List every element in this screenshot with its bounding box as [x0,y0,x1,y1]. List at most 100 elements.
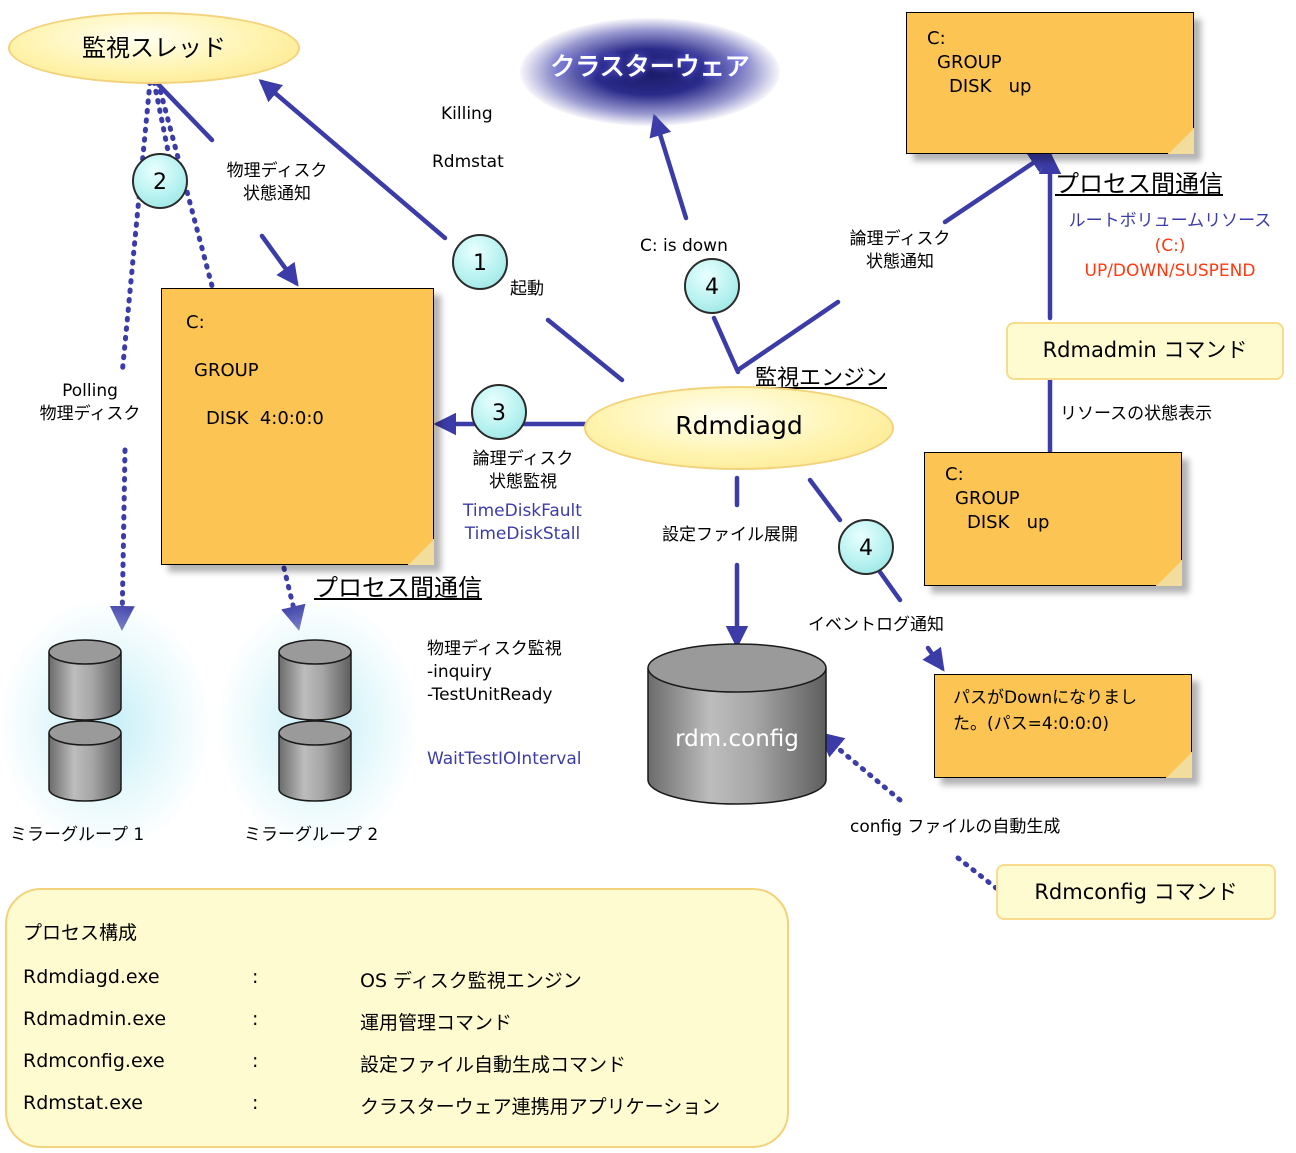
logical-monitor-line-1: 論理ディスク [472,449,574,469]
note-top-right-line-3: DISK up [949,76,1032,97]
mirror-group-1-label: ミラーグループ 1 [10,825,145,845]
root-volume-line-1: ルートボリュームリソース [1068,211,1272,231]
process-desc: OS ディスク監視エンジン [360,970,582,992]
phys-monitor-label: 物理ディスク監視 -inquiry -TestUnitReady [427,638,562,707]
phys-monitor-line-3: -TestUnitReady [427,684,553,705]
note-mid-right-line-1: C: [945,464,964,485]
process-name: Rdmconfig.exe [23,1050,165,1072]
event-note-line-1: パスがDownになりまし [953,688,1138,708]
note-left-line-1: C: [186,312,205,333]
note-mid-right: C: GROUP DISK up [924,452,1182,586]
logical-notify-top-line-2: 状態通知 [866,251,934,272]
disk-icon [278,652,352,721]
polling-line-1-text: Polling [62,381,118,401]
mirror-group-2-disks [278,639,352,802]
disk-top [278,720,352,746]
event-log-arrow-upper [807,477,843,523]
process-desc: 設定ファイル自動生成コマンド [360,1054,627,1076]
note-top-right-line-2: GROUP [937,52,1002,73]
note-left: C: GROUP DISK 4:0:0:0 [161,288,434,565]
process-desc: 運用管理コマンド [360,1012,513,1034]
polling-line-2a [151,79,181,203]
process-sep: : [252,966,259,988]
note-mid-right-line-3: DISK up [967,512,1050,533]
rdm-config-label: rdm.config [675,726,799,752]
process-desc: クラスターウェア連携用アプリケーション [360,1096,721,1118]
disk-icon [48,652,122,721]
config-database-icon [647,668,827,805]
disk-icon [48,733,122,802]
auto-gen-label: config ファイルの自動生成 [850,817,1061,837]
phys-notify-arrow-upper [153,79,215,143]
note-left-line-2: GROUP [194,360,259,381]
monitor-thread-label: 監視スレッド [82,34,226,62]
killing-label: Killing [441,104,493,124]
disk-top [48,720,122,746]
start-arrow [545,317,625,383]
resource-status-display-label: リソースの状態表示 [1060,404,1213,424]
engine-ellipse: Rdmdiagd [584,386,894,470]
note-mid-right-line-2: GROUP [955,488,1020,509]
note-top-right: C: GROUP DISK up [906,12,1194,154]
logical-notify-top-line-1: 論理ディスク [849,229,951,249]
step-circle-3: 3 [471,384,527,440]
auto-gen-line-upper [818,731,903,803]
process-sep: : [252,1008,259,1030]
rdmadmin-command-box: Rdmadmin コマンド [1006,322,1284,380]
event-log-notify-label: イベントログ通知 [808,615,944,635]
clusterware-glow [520,18,780,126]
wait-param-label: WaitTestIOInterval [427,749,582,769]
cluster-arrow [649,113,689,221]
phys-notify-arrow-lower [259,233,299,287]
rdmconfig-command-label: Rdmconfig コマンド [1034,880,1238,904]
phys-notify-label: 物理ディスク 状態通知 [212,160,342,206]
process-sep: : [252,1092,259,1114]
disk-top [48,639,122,665]
time-params: TimeDiskFault TimeDiskStall [445,500,600,546]
time-param-fault: TimeDiskFault [463,501,582,521]
event-note-line-2: た。(パス=4:0:0:0) [953,714,1109,734]
rdmconfig-command-box: Rdmconfig コマンド [996,864,1276,920]
config-expand-label: 設定ファイル展開 [662,525,798,545]
polling-line-1-upper [119,79,153,378]
disk-top [278,639,352,665]
logical-notify-arrow-upper [942,150,1052,225]
logical-notify-arrow-lower [735,299,841,373]
root-volume-line-3: UP/DOWN/SUSPEND [1084,261,1256,281]
phys-monitor-line-2: -inquiry [427,661,492,682]
time-param-stall: TimeDiskStall [464,523,581,544]
mirror-group-2-label: ミラーグループ 2 [244,825,379,845]
process-sep: : [252,1050,259,1072]
event-log-note: パスがDownになりまし た。(パス=4:0:0:0) [934,674,1192,778]
clusterware-label: クラスターウェア [550,52,750,81]
polling-line-2-text: 物理ディスク [39,403,141,424]
process-name: Rdmstat.exe [23,1092,143,1114]
process-name: Rdmadmin.exe [23,1008,167,1030]
config-database-top [647,643,827,693]
process-table: プロセス構成 Rdmdiagd.exe : OS ディスク監視エンジン Rdma… [5,888,789,1148]
step-circle-4-event: 4 [838,519,894,575]
phys-notify-line-1: 物理ディスク [226,161,328,181]
start-arrow-upper [258,79,448,241]
rdm-config-cylinder [647,643,827,805]
polling-line-1-lower [109,447,135,631]
polling-label: Polling 物理ディスク [20,380,160,426]
rdmadmin-command-label: Rdmadmin コマンド [1042,338,1248,362]
disk-icon [278,733,352,802]
phys-notify-line-2: 状態通知 [243,183,311,204]
process-name: Rdmdiagd.exe [23,966,160,988]
logical-monitor-label: 論理ディスク 状態監視 [452,448,594,494]
note-top-right-line-1: C: [927,28,946,49]
auto-gen-line-lower [955,855,999,891]
c-is-down-label: C: is down [640,236,728,256]
note-left-line-3: DISK 4:0:0:0 [206,408,324,429]
ipc-left-label: プロセス間通信 [314,574,482,602]
step-circle-1: 1 [452,234,508,290]
ipc-right-label: プロセス間通信 [1055,170,1223,198]
logical-notify-top-label: 論理ディスク 状態通知 [830,228,970,274]
cluster-arrow-lower [711,315,741,375]
engine-name: Rdmdiagd [675,411,803,440]
mirror-group-1-disks [48,639,122,802]
